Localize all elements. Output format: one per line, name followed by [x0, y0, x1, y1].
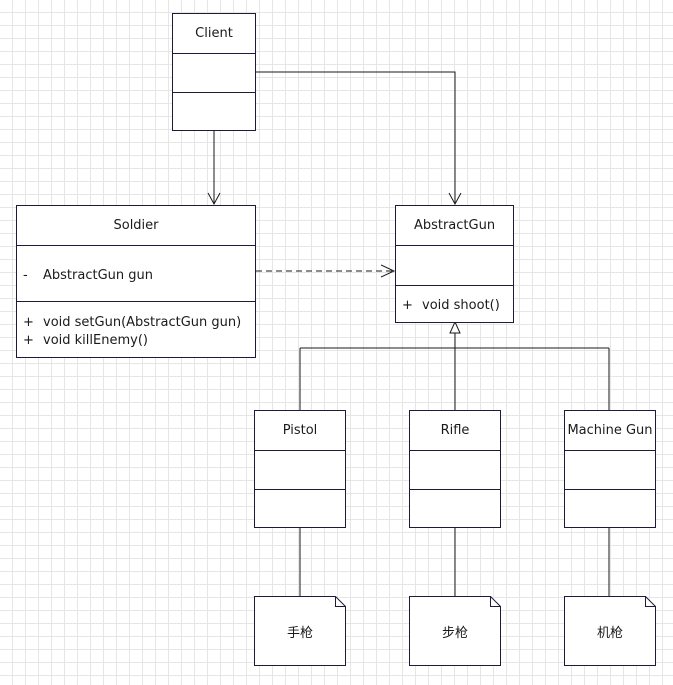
note-text: 步枪: [441, 625, 468, 641]
note-text: 手枪: [286, 625, 313, 641]
class-rifle[interactable]: Rifle: [409, 410, 501, 528]
attributes-compartment: - AbstractGun gun: [17, 245, 255, 301]
note-rifle[interactable]: 步枪: [409, 596, 501, 666]
method-text: void killEnemy(): [43, 332, 148, 348]
attributes-compartment: [410, 450, 500, 489]
class-client[interactable]: Client: [172, 13, 256, 131]
note-shape: [254, 596, 346, 666]
attribute-text: AbstractGun gun: [43, 267, 153, 283]
methods-compartment: + void shoot(): [396, 285, 513, 322]
class-name: Machine Gun: [567, 423, 653, 438]
visibility-marker: +: [23, 332, 34, 348]
note-text: 机枪: [596, 625, 623, 641]
attribute-row: - AbstractGun gun: [21, 266, 255, 284]
visibility-marker: +: [402, 297, 413, 313]
methods-compartment: [173, 92, 255, 130]
note-shape: [564, 596, 656, 666]
method-text: void shoot(): [422, 297, 500, 313]
methods-compartment: [255, 489, 345, 527]
class-name: Rifle: [440, 423, 470, 438]
method-row: + void setGun(AbstractGun gun): [21, 313, 255, 331]
methods-compartment: [410, 489, 500, 527]
method-row: + void killEnemy(): [21, 331, 255, 349]
method-text: void setGun(AbstractGun gun): [43, 314, 242, 330]
visibility-marker: -: [23, 267, 28, 283]
class-machine-gun[interactable]: Machine Gun: [564, 410, 656, 528]
note-machine-gun[interactable]: 机枪: [564, 596, 656, 666]
class-pistol[interactable]: Pistol: [254, 410, 346, 528]
generalization-triangle: [449, 320, 461, 334]
attributes-compartment: [255, 450, 345, 489]
open-arrowhead: [448, 192, 462, 206]
class-soldier[interactable]: Soldier - AbstractGun gun + void setGun(…: [16, 205, 256, 358]
class-name: Pistol: [282, 423, 318, 438]
note-pistol[interactable]: 手枪: [254, 596, 346, 666]
association-client-abstractgun[interactable]: [256, 71, 456, 204]
attributes-compartment: [565, 450, 655, 489]
visibility-marker: +: [23, 314, 34, 330]
attributes-compartment: [173, 53, 255, 92]
class-name: AbstractGun: [413, 218, 496, 233]
methods-compartment: [565, 489, 655, 527]
class-name: Soldier: [113, 218, 159, 233]
methods-compartment: + void setGun(AbstractGun gun) + void ki…: [17, 301, 255, 357]
class-name: Client: [195, 26, 233, 41]
method-row: + void shoot(): [400, 296, 513, 314]
open-arrowhead: [380, 264, 396, 278]
note-shape: [409, 596, 501, 666]
open-arrowhead: [207, 192, 221, 206]
class-abstractgun[interactable]: AbstractGun + void shoot(): [395, 205, 514, 323]
attributes-compartment: [396, 245, 513, 285]
